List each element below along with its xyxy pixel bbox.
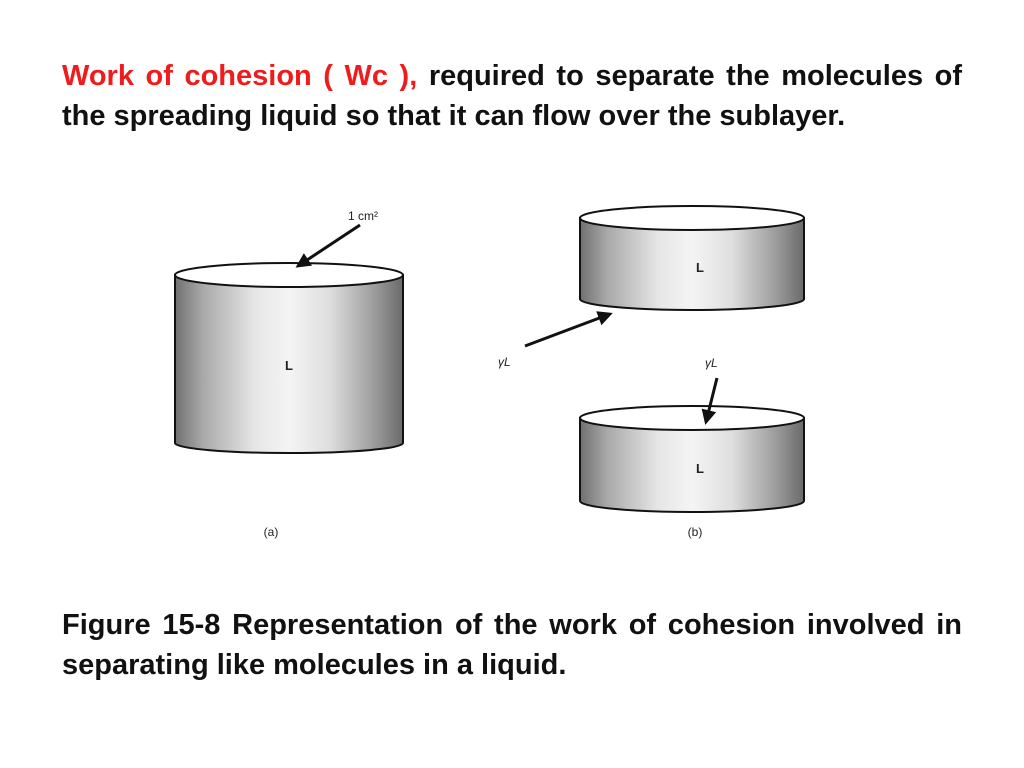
area-label: 1 cm² [348, 209, 378, 223]
cylinder-a-label: L [285, 358, 293, 373]
tension-arrow-left [524, 311, 613, 348]
intro-period: . [837, 100, 846, 132]
intro-text: required to separate the molecules of th… [62, 60, 962, 132]
intro-paragraph: Work of cohesion ( Wc ), required to sep… [62, 56, 962, 136]
tension-label-right: γL [705, 356, 718, 370]
area-arrow [295, 223, 361, 268]
panel-a-label: (a) [264, 525, 279, 539]
cylinder-b-upper [579, 205, 805, 311]
tension-label-left: γL [498, 355, 511, 369]
cylinder-a [174, 262, 404, 454]
cylinder-b-lower [579, 405, 805, 513]
tension-arrow-right [701, 377, 719, 425]
cohesion-diagram: L 1 cm² L L γL γL (a) (b) [174, 205, 805, 539]
cylinder-b-upper-label: L [696, 260, 704, 275]
cohesion-figure: L 1 cm² L L γL γL (a) (b) [160, 196, 840, 556]
panel-b-label: (b) [688, 525, 703, 539]
figure-caption: Figure 15-8 Representation of the work o… [62, 609, 962, 681]
cylinder-b-lower-label: L [696, 461, 704, 476]
highlight-term: Work of cohesion ( Wc ), [62, 60, 418, 92]
